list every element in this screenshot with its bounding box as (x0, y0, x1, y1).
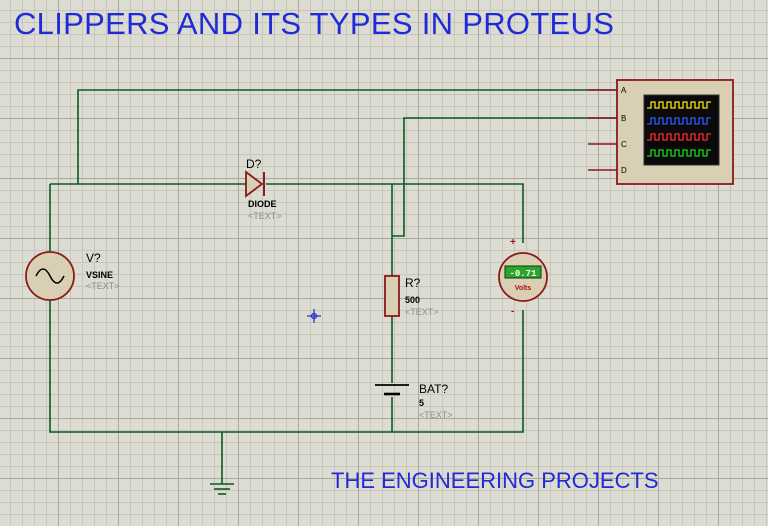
voltmeter[interactable]: -0.71 Volts (498, 252, 548, 302)
page-title: CLIPPERS AND ITS TYPES IN PROTEUS (14, 6, 615, 41)
ground-symbol[interactable] (210, 483, 234, 495)
voltmeter-display (504, 265, 542, 279)
diode[interactable] (245, 170, 265, 198)
sine-source[interactable] (25, 251, 75, 301)
voltmeter-unit: Volts (515, 285, 532, 292)
oscilloscope-pins (588, 89, 617, 171)
resistor[interactable] (384, 275, 400, 317)
diode-ref: D? (246, 157, 262, 171)
wire-bottom (49, 300, 524, 433)
wires (49, 89, 617, 484)
footer-credit: THE ENGINEERING PROJECTS (331, 468, 659, 493)
diode-value: DIODE (248, 199, 277, 209)
battery-text: <TEXT> (419, 410, 453, 420)
voltmeter-minus: - (511, 306, 514, 317)
trace-d (647, 149, 711, 157)
source-ref: V? (86, 251, 101, 265)
trace-c (647, 133, 711, 141)
voltmeter-reading: -0.71 (509, 269, 537, 279)
battery-ref: BAT? (419, 382, 448, 396)
crosshair-cursor-icon (307, 309, 321, 323)
source-text: <TEXT> (86, 281, 120, 291)
trace-b (647, 117, 711, 125)
wire-top-right (266, 183, 524, 243)
battery-value: 5 (419, 398, 424, 408)
wire-scope-a (77, 89, 617, 184)
resistor-value: 500 (405, 295, 420, 305)
scope-pin-c: C (621, 140, 627, 149)
oscilloscope[interactable]: A B C D (588, 79, 734, 185)
battery[interactable] (375, 384, 409, 396)
source-value: VSINE (86, 270, 113, 280)
trace-a (647, 101, 711, 109)
resistor-ref: R? (405, 276, 421, 290)
resistor-text: <TEXT> (405, 307, 439, 317)
diode-text: <TEXT> (248, 211, 282, 221)
scope-pin-a: A (621, 86, 627, 95)
sine-wave-icon (35, 268, 65, 284)
wire-scope-b (392, 117, 617, 237)
scope-pin-b: B (621, 114, 626, 123)
scope-pin-d: D (621, 166, 627, 175)
voltmeter-plus: + (510, 237, 516, 248)
